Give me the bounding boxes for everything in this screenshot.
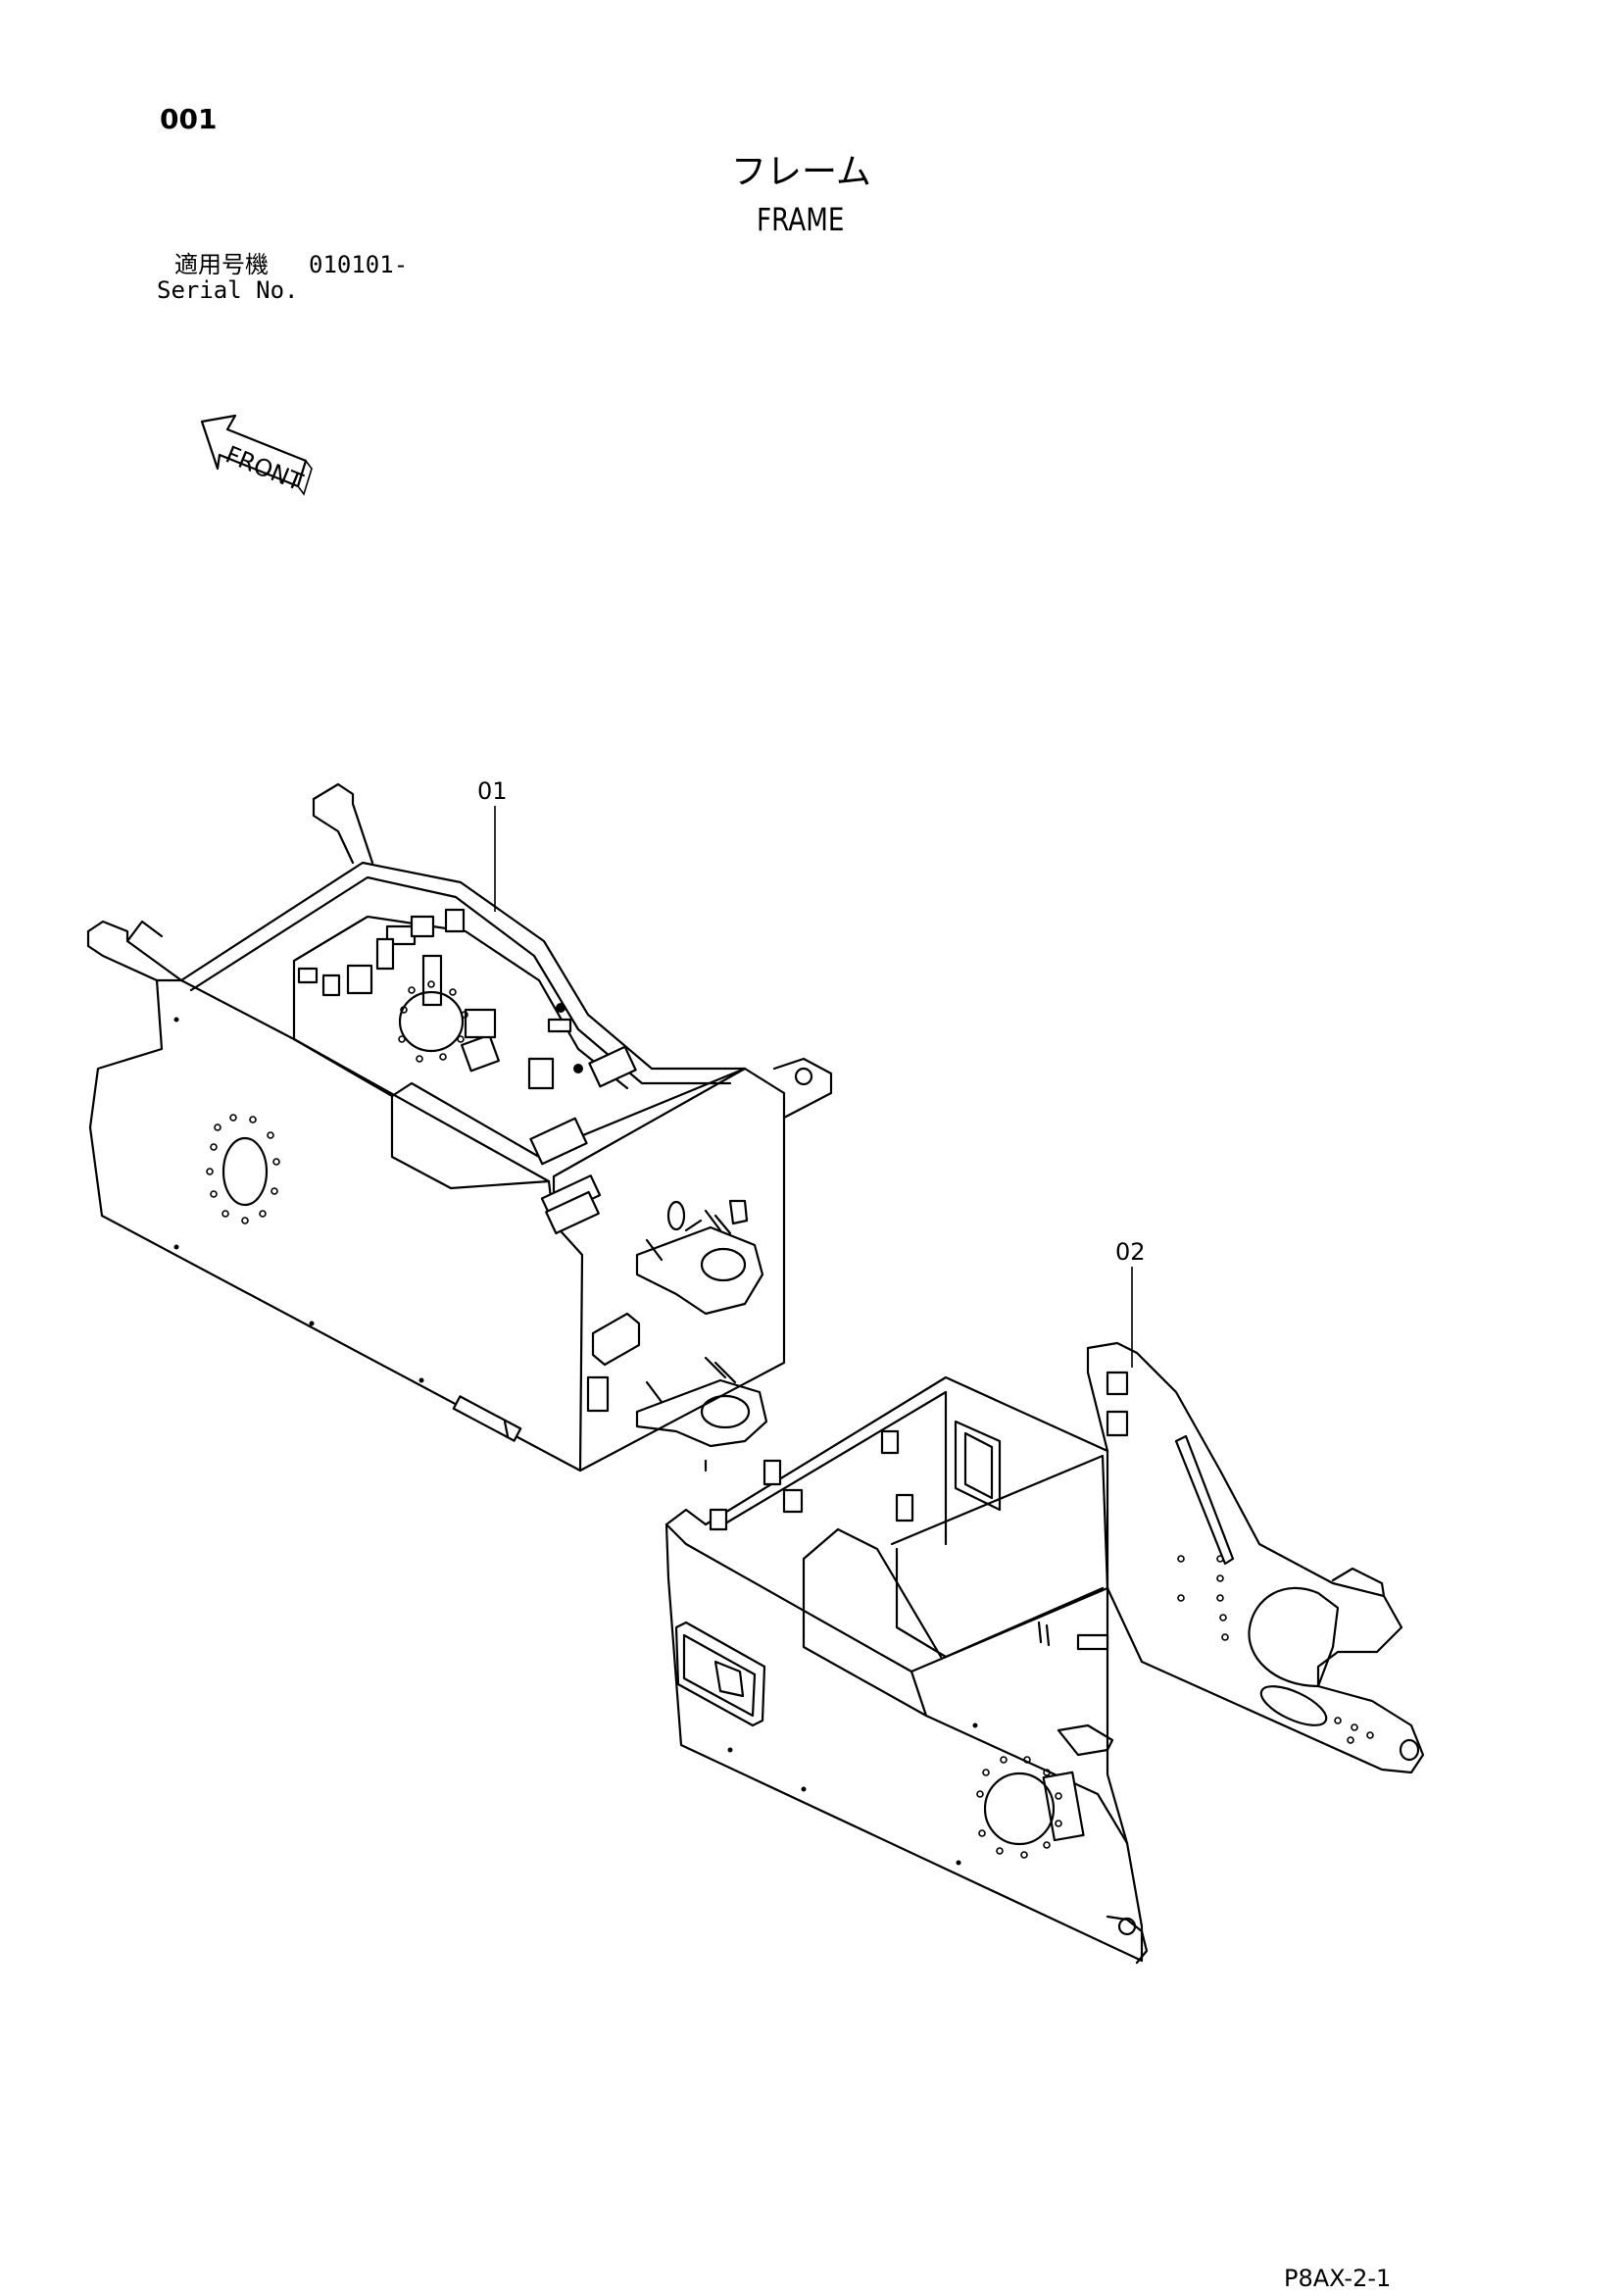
side-holes (1177, 1555, 1374, 1744)
serial-label: Serial No. (157, 276, 299, 304)
bolt-circle-top (398, 980, 468, 1063)
lower-lug (635, 1356, 768, 1448)
callout-02: 02 (1115, 1238, 1146, 1266)
serial-range: 010101- (309, 251, 409, 278)
part-02-lower-frame: 02 (664, 1238, 1425, 1965)
bolt-circle-lower (976, 1756, 1062, 1859)
applicable-serial-label-ja: 適用号機 (174, 251, 269, 278)
front-arrow-icon: FRONT (200, 414, 313, 497)
title-english: FRAME (757, 201, 845, 238)
front-label: FRONT (221, 441, 307, 497)
upper-lug (635, 1209, 764, 1316)
bolt-circle-side (206, 1114, 280, 1224)
callout-01: 01 (477, 777, 508, 805)
title-japanese: フレーム (731, 152, 871, 192)
part-01-upper-frame: 01 (86, 777, 833, 1472)
document-code: P8AX-2-1 (1284, 2265, 1392, 2292)
page-number: 001 (160, 103, 218, 135)
